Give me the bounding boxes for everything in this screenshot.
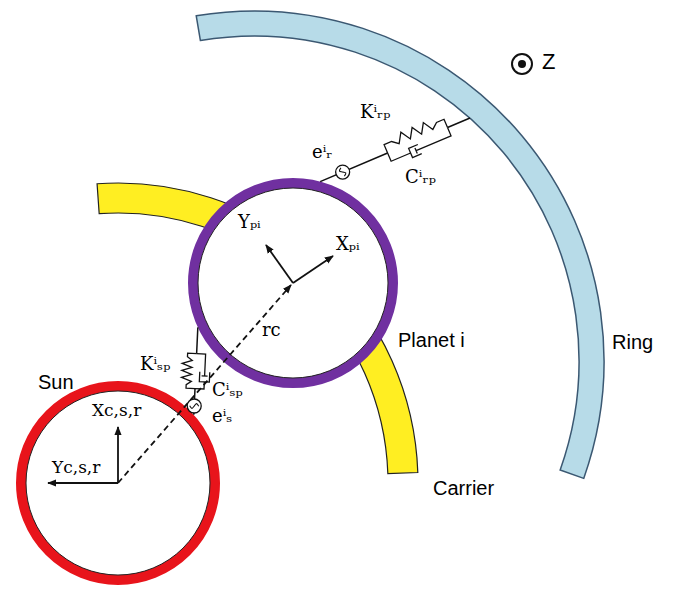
spring-damper: [182, 353, 210, 413]
part-name: Planet i: [398, 328, 465, 352]
label-wrap: Yc,s,r: [52, 455, 100, 479]
axis-label: Z: [542, 50, 555, 74]
label-wrap: Yₚᵢ: [238, 210, 261, 234]
axis-arrow: [293, 256, 333, 283]
label-wrap: rc: [262, 318, 281, 342]
error-source: [336, 165, 350, 179]
axis-label: Yₚᵢ: [238, 210, 261, 234]
axis-label: Xₚᵢ: [336, 232, 360, 256]
stiffness-label: Kⁱₛₚ: [140, 352, 170, 376]
radius-label: rc: [262, 318, 281, 342]
label-wrap: eⁱᵣ: [312, 140, 333, 164]
connector-group: [194, 118, 470, 415]
error-source-wave: [190, 404, 199, 409]
spring-damper-group: [182, 119, 452, 413]
label-wrap: eⁱₛ: [212, 404, 232, 428]
damping-label: Cⁱᵣₚ: [405, 165, 436, 189]
error-label: eⁱᵣ: [312, 140, 333, 164]
damper-symbol: [409, 144, 422, 157]
label-wrap: Cⁱₛₚ: [212, 378, 243, 402]
error-source-wave: [339, 168, 345, 176]
label-wrap: Cⁱᵣₚ: [405, 165, 436, 189]
axis-arrow: [266, 245, 293, 283]
z-axis-dot: [518, 60, 526, 68]
error-label: eⁱₛ: [212, 404, 232, 428]
illustration: [48, 54, 532, 483]
sun-inner-edge: [26, 391, 210, 575]
spring-symbol: [182, 353, 197, 388]
text-wrap: Planet i: [398, 328, 465, 352]
planet-inner-edge: [198, 188, 388, 378]
part-name: Ring: [612, 330, 653, 354]
damper-wire: [388, 153, 411, 161]
text-wrap: Carrier: [433, 476, 494, 500]
damping-label: Cⁱₛₚ: [212, 378, 243, 402]
radius-line: [118, 285, 291, 483]
sun-circle: [21, 386, 215, 580]
label-wrap: Z: [542, 50, 555, 74]
spring-symbol: [384, 119, 447, 153]
text-wrap: Sun: [38, 370, 74, 394]
planet-circle: [193, 183, 393, 383]
z-axis-symbol: [512, 54, 532, 74]
part-name: Carrier: [433, 476, 494, 500]
text-wrap: Ring: [612, 330, 653, 354]
axis-arrow: [117, 427, 119, 483]
label-wrap: Kⁱᵣₚ: [360, 100, 391, 124]
axis-label: Xc,s,r: [92, 398, 141, 422]
damper-piston: [197, 354, 208, 377]
damper-piston: [415, 128, 451, 154]
error-source: [187, 399, 201, 413]
axis-label: Yc,s,r: [52, 455, 100, 479]
label-wrap: Xₚᵢ: [336, 232, 360, 256]
label-wrap: Xc,s,r: [92, 398, 141, 422]
damper-wire: [195, 382, 204, 389]
axis-arrow: [48, 482, 118, 484]
stiffness-label: Kⁱᵣₚ: [360, 100, 391, 124]
part-name: Sun: [38, 370, 74, 394]
label-wrap: Kⁱₛₚ: [140, 352, 170, 376]
mesh-connector: [320, 118, 470, 182]
